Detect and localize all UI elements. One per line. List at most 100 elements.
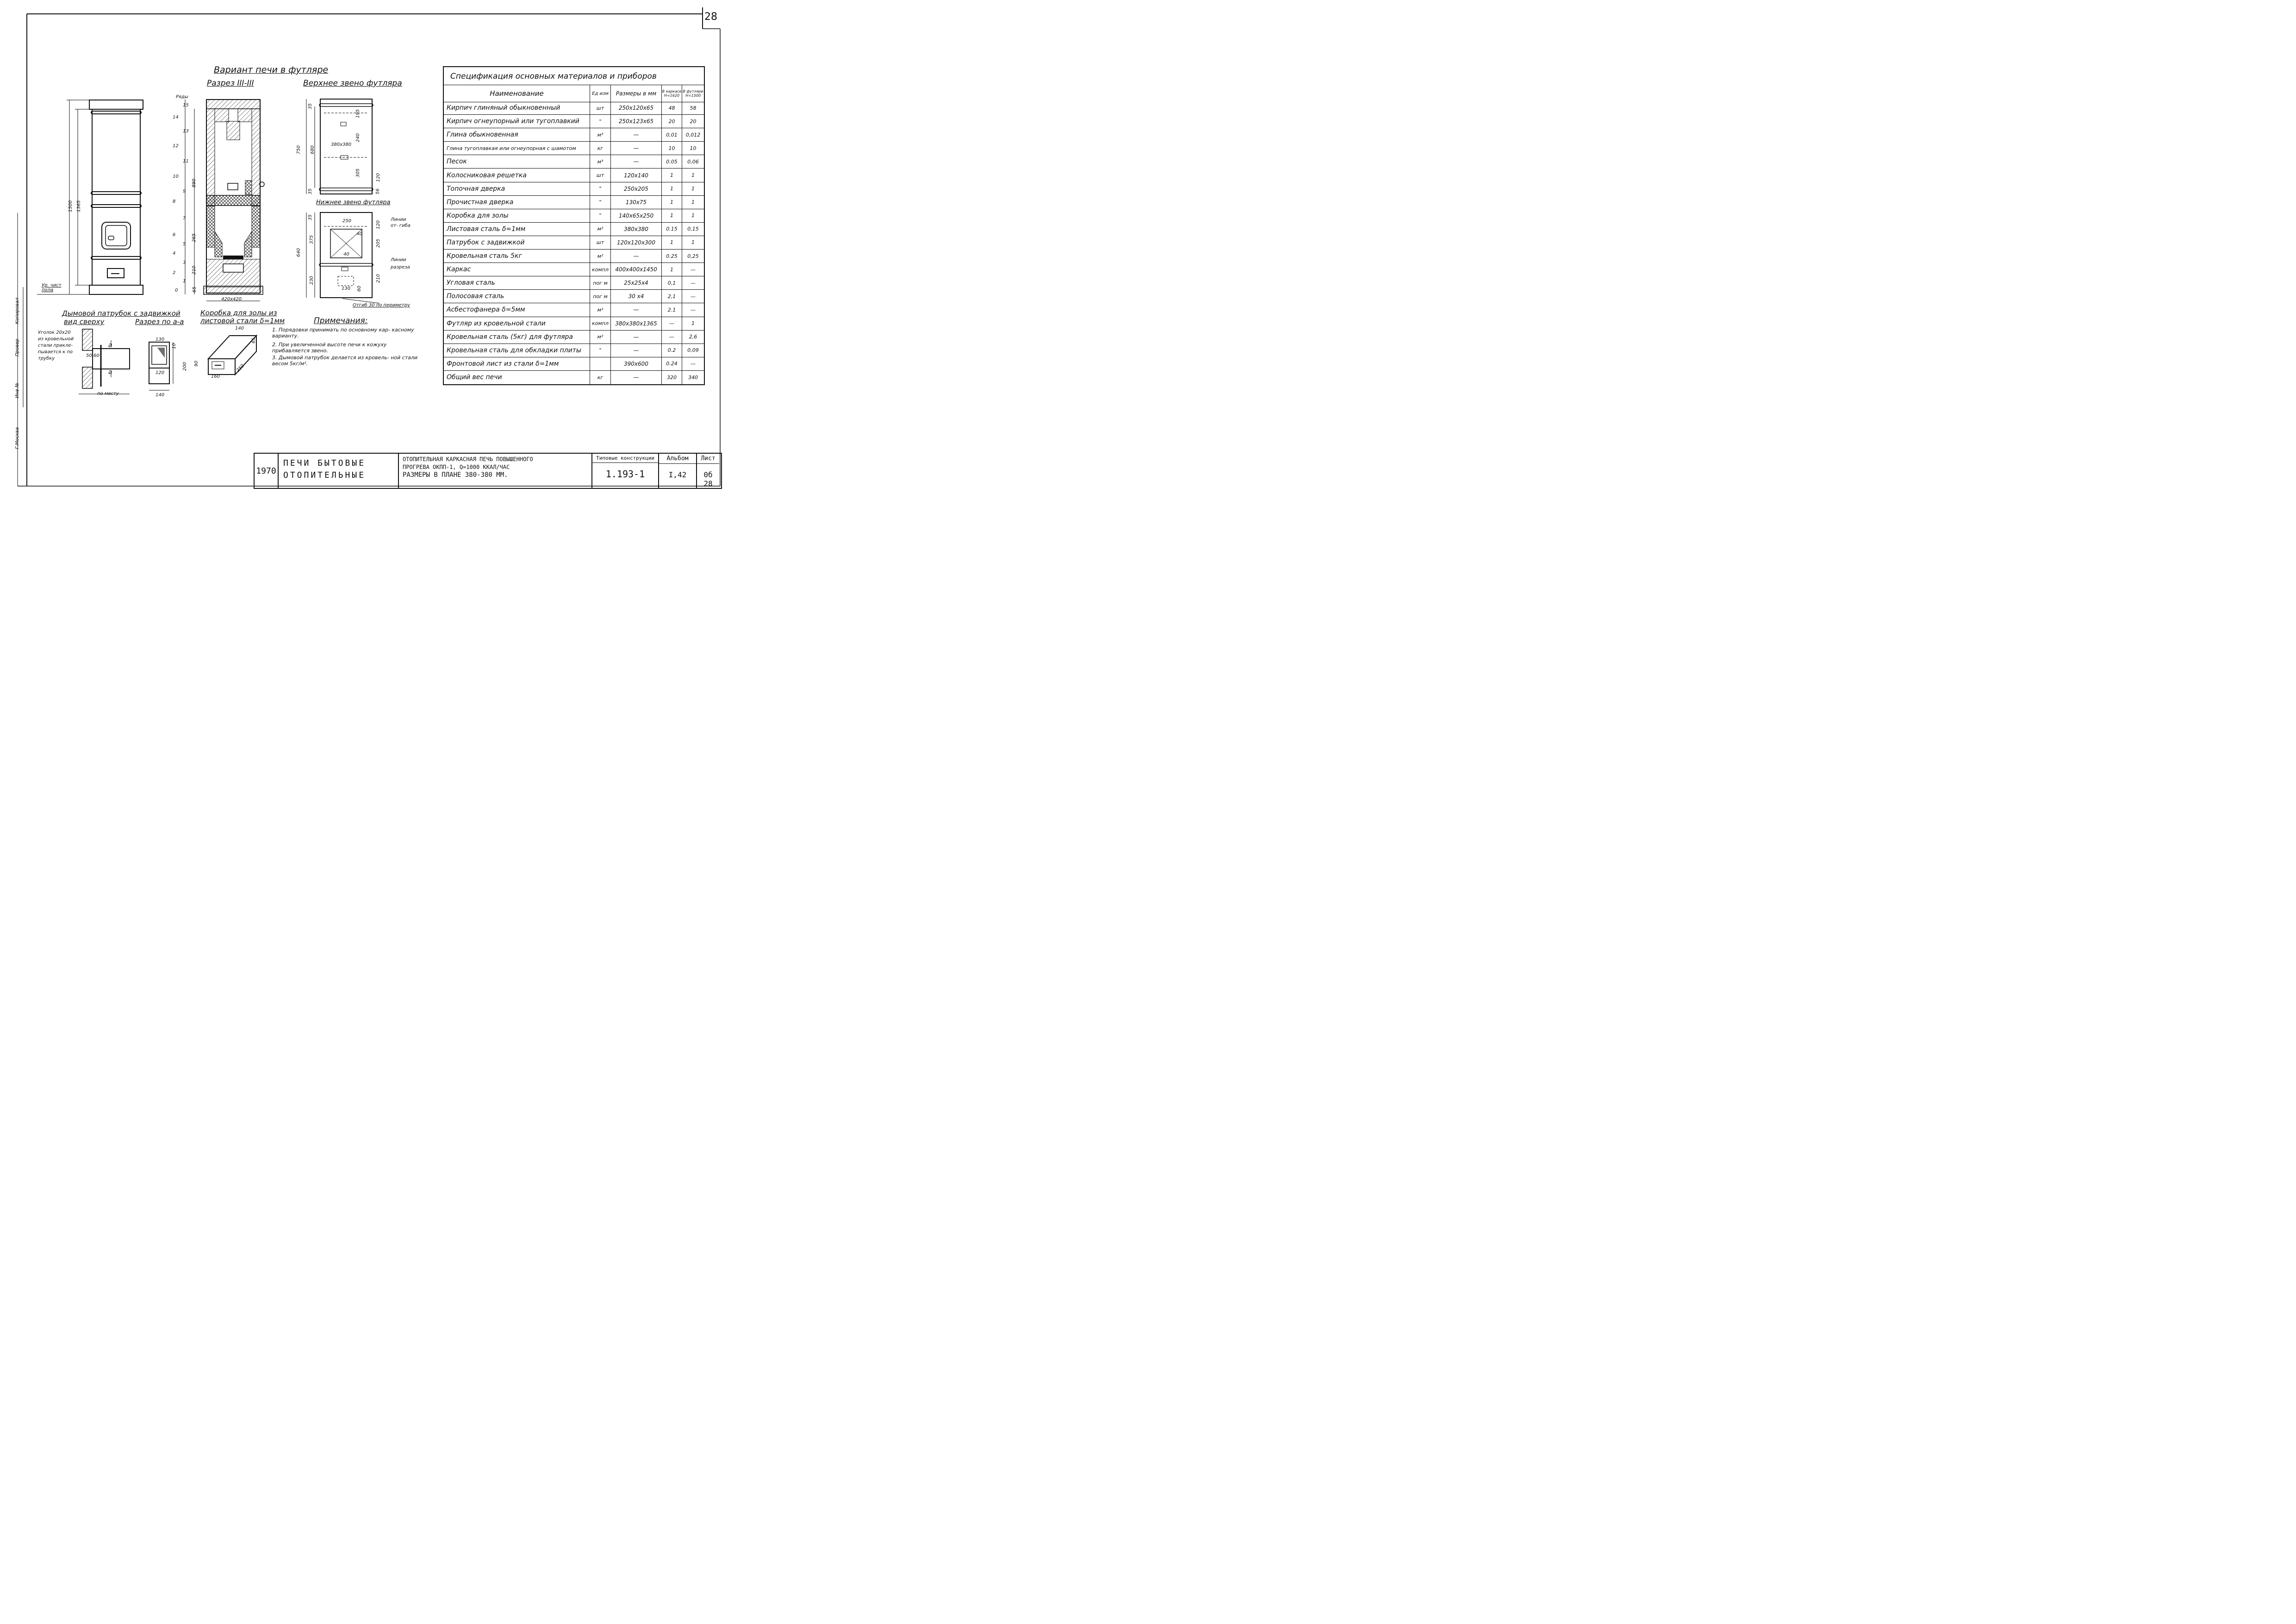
spec-row: Глина тугоплавкая или огнеупорная с шамо… — [444, 142, 704, 156]
spec-cell: 1 — [662, 195, 682, 209]
spec-cell: 0,01 — [662, 128, 682, 142]
angle-note: Уголок 20х20 из кровельной стали прикле-… — [38, 330, 74, 361]
chimney-title: Дымовой патрубок с задвижкой — [62, 309, 180, 318]
row-number: 0 — [175, 288, 178, 293]
spec-cell: — — [691, 266, 696, 273]
spec-cell: 1 — [662, 182, 682, 195]
spec-cell: 380х380х1365 — [611, 317, 662, 330]
spec-cell: — — [611, 142, 662, 155]
spec-header-cell: Наименование — [444, 85, 590, 102]
tb-category: ПЕЧИ БЫТОВЫЕ ОТОПИТЕЛЬНЫЕ — [283, 458, 366, 480]
lower-dim: 640 — [296, 248, 302, 257]
chimney-dim: 60 — [93, 353, 100, 358]
spec-cell: 58 — [690, 105, 697, 111]
chimney-dim: 50 — [86, 353, 92, 358]
spec-cell: Патрубок с задвижкой — [444, 236, 590, 250]
row-number: 5 — [183, 242, 186, 247]
spec-header-cell: Ед изм — [590, 85, 611, 102]
note-2: 2. При увеличенной высоте печи к кожуху … — [272, 342, 387, 354]
tb-category-cell: ПЕЧИ БЫТОВЫЕ ОТОПИТЕЛЬНЫЕ — [279, 454, 399, 488]
spec-cell: Общий вес печи — [444, 370, 590, 384]
notes-title: Примечания: — [314, 316, 368, 325]
spec-cell: 320 — [662, 370, 682, 384]
tb-line1: ОТОПИТЕЛЬНАЯ КАРКАСНАЯ ПЕЧЬ ПОВЫШЕННОГО — [403, 456, 533, 462]
bend-lines-label: Линии от- гиба — [391, 217, 411, 228]
row-number: 14 — [173, 115, 179, 120]
tb-album-label: Альбом — [659, 454, 696, 464]
spec-cell: — — [611, 370, 662, 384]
spec-table: Спецификация основных материалов и прибо… — [443, 66, 705, 385]
sheet-number: 28 — [704, 11, 717, 23]
spec-cell: Полосовая сталь — [444, 290, 590, 303]
chimney-cut-view — [149, 342, 174, 391]
spec-cell: 48 — [662, 101, 682, 115]
spec-cell: Каркас — [444, 263, 590, 276]
spec-cell: 0.2 — [662, 344, 682, 357]
spec-cell: 250х120х65 — [611, 101, 662, 115]
spec-cell: 1 — [691, 172, 695, 179]
spec-header-cell: Размеры в мм — [611, 85, 662, 102]
rows-label: Ряды — [176, 94, 188, 100]
tb-album: I,42 — [668, 470, 687, 479]
spec-cell: 0.25 — [662, 250, 682, 263]
spec-row: Кирпич огнеупорный или тугоплавкий"250х1… — [444, 115, 704, 129]
spec-cell: компл — [590, 263, 611, 276]
spec-cell: 390х600 — [611, 357, 662, 370]
upper-dim: 680 — [310, 145, 316, 155]
spec-cell: 0,15 — [687, 226, 699, 232]
upper-outline — [320, 99, 373, 194]
spec-cell: 1 — [662, 209, 682, 222]
spec-cell: 1 — [691, 212, 695, 219]
lower-dim: 120 — [376, 220, 381, 230]
spec-cell: Угловая сталь — [444, 276, 590, 290]
chimney-cut-title: Разрез по а-а — [135, 318, 184, 326]
spec-cell: Кирпич огнеупорный или тугоплавкий — [444, 115, 590, 128]
spec-cell: 120х120х300 — [611, 236, 662, 250]
spec-cell: 1 — [662, 263, 682, 276]
spec-cell: Коробка для золы — [444, 209, 590, 222]
row-number: 13 — [183, 129, 189, 134]
spec-cell: Прочистная дверка — [444, 195, 590, 209]
spec-cell: " — [590, 344, 611, 357]
chimney-dim: 10 — [171, 343, 177, 349]
upper-dim: 305 — [355, 168, 361, 178]
upper-plate: 380х380 — [331, 142, 352, 147]
chimney-dim: 200 — [182, 362, 188, 371]
spec-cell: 120х140 — [611, 169, 662, 182]
spec-cell: 140х65х250 — [611, 209, 662, 222]
lower-dim: 205 — [376, 238, 381, 248]
spec-cell: м³ — [590, 155, 611, 169]
front-cap — [89, 100, 143, 110]
spec-cell: 20 — [690, 118, 697, 125]
spec-cell: м² — [590, 330, 611, 344]
flange-label: Отгиб 30 по периметру — [353, 303, 410, 308]
dim-65: 65 — [192, 287, 197, 293]
tb-sheet-cell: Лист 0б 28 — [697, 454, 719, 488]
spec-cell: — — [691, 306, 696, 313]
lower-outline — [320, 212, 373, 298]
dim-body: 1365 — [76, 200, 82, 212]
spec-cell: " — [590, 209, 611, 222]
spec-cell: — — [691, 293, 696, 300]
cut-lines-label: Линии разреза — [391, 257, 410, 270]
chimney-place: по месту — [97, 391, 119, 396]
ashbox-dim: 90 — [193, 361, 199, 367]
spec-cell — [590, 357, 611, 370]
cleanout-door — [107, 268, 124, 278]
spec-cell: 0,012 — [685, 131, 701, 138]
spec-cell: м² — [590, 303, 611, 317]
main-title: Вариант печи в футляре — [214, 65, 329, 75]
spec-cell: 0.15 — [662, 222, 682, 236]
chimney-dim: 130 — [156, 337, 165, 342]
row-number: 4 — [173, 251, 176, 256]
row-number: 1 — [183, 279, 186, 284]
lower-dim: 60 — [356, 286, 362, 292]
lower-dim: 375 — [309, 235, 315, 244]
spec-cell: — — [611, 344, 662, 357]
spec-cell: 1 — [691, 186, 695, 192]
